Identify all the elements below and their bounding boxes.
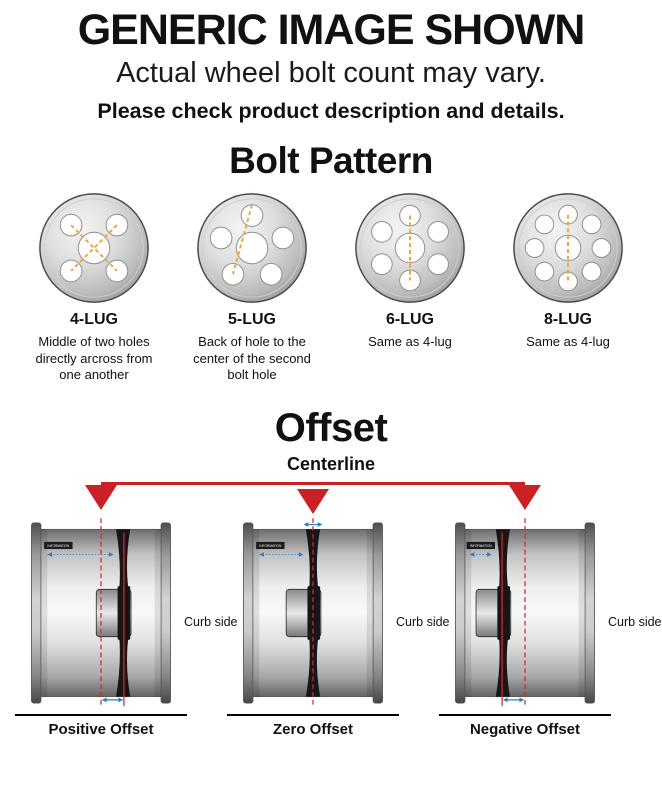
bolt-pattern-heading: Bolt Pattern (229, 140, 433, 182)
offset-item-positive: INFORMATION Curb side Positive Offset (12, 514, 238, 739)
lug-hole (581, 214, 602, 235)
lug-hole (59, 259, 83, 283)
lug-hole (259, 263, 283, 286)
lug-item-5: 5-LUG Back of hole to the center of the … (173, 189, 331, 384)
4-lug-wheel-diagram (39, 193, 149, 303)
8-lug-wheel-diagram (513, 193, 623, 303)
barrel-label-strip (44, 541, 73, 550)
lug-hole (371, 221, 393, 243)
center-bore (235, 231, 269, 265)
offset-label: Negative Offset (469, 721, 581, 739)
lug-hole (371, 253, 393, 276)
spoke-profile (495, 635, 510, 697)
centerline-bar (101, 482, 525, 486)
barrel-label-strip (466, 541, 495, 550)
ground-line (439, 714, 611, 717)
lug-hole (271, 226, 295, 250)
offset-heading: Offset (274, 406, 388, 451)
measurement-line (70, 224, 118, 272)
curb-side-label: Curb side (396, 614, 450, 629)
curb-side-label: Curb side (608, 614, 662, 629)
6-lug-wheel-diagram (355, 193, 465, 303)
ground-line (15, 714, 187, 717)
centerline-marker-icon (85, 485, 117, 511)
lug-hole (399, 269, 421, 292)
spoke-profile (495, 529, 510, 591)
lug-label: 6-LUG (386, 311, 434, 329)
lug-hole (105, 259, 129, 283)
lug-hole (558, 271, 578, 292)
lug-hole (581, 261, 602, 282)
mounting-face (307, 586, 321, 640)
lug-item-4: 4-LUG Middle of two holes directly arcro… (15, 189, 173, 384)
lug-description: Back of hole to the center of the second… (193, 334, 311, 383)
measurement-line (70, 224, 118, 272)
lug-hole (524, 238, 545, 258)
lug-hole (221, 263, 245, 286)
offset-label: Zero Offset (272, 721, 353, 739)
lug-hole (558, 204, 578, 225)
disclaimer-note: Please check product description and det… (97, 99, 565, 124)
curb-side-label: Curb side (184, 614, 238, 629)
bolt-pattern-row: 4-LUG Middle of two holes directly arcro… (0, 189, 662, 384)
offset-row: INFORMATION Curb side Positive Offset (0, 514, 662, 738)
spoke-profile (116, 635, 131, 697)
lug-hole (534, 261, 555, 282)
lug-label: 5-LUG (228, 311, 276, 329)
lug-label: 4-LUG (70, 311, 118, 329)
mounting-face (497, 586, 510, 640)
lug-hole (209, 226, 233, 250)
lug-description: Same as 4-lug (368, 334, 452, 350)
lug-label: 8-LUG (544, 311, 592, 329)
barrel-label-text: INFORMATION (470, 544, 493, 548)
lug-description: Middle of two holes directly arcross fro… (35, 334, 153, 383)
offset-label: Positive Offset (48, 721, 154, 739)
spoke-profile (116, 529, 131, 591)
lug-description: Same as 4-lug (526, 334, 610, 350)
lug-hole (591, 238, 612, 258)
positive-offset-diagram: INFORMATION (31, 518, 171, 707)
centerline-marker-icon (297, 489, 329, 515)
offset-item-negative: INFORMATION Curb side Negative Offset (436, 514, 662, 739)
center-bore (554, 234, 582, 262)
barrel-label-text: INFORMATION (259, 544, 282, 548)
page-title: GENERIC IMAGE SHOWN (77, 6, 586, 54)
barrel-label-text: INFORMATION (47, 544, 70, 548)
lug-item-6: 6-LUG Same as 4-lug (331, 189, 489, 384)
lug-item-8: 8-LUG Same as 4-lug (489, 189, 647, 384)
barrel-label-strip (256, 541, 285, 550)
lug-hole (534, 214, 555, 235)
lug-hole (427, 221, 449, 243)
offset-item-zero: INFORMATION Curb side Zero Offset (224, 514, 450, 739)
ground-line (227, 714, 399, 717)
lug-hole (427, 253, 449, 276)
5-lug-wheel-diagram (197, 193, 307, 303)
zero-offset-diagram: INFORMATION (243, 518, 383, 707)
measurement-line (231, 204, 253, 275)
centerline-marker-icon (509, 485, 541, 511)
subtitle: Actual wheel bolt count may vary. (116, 57, 546, 90)
spoke-profile (305, 635, 321, 697)
centerline-overlay: Centerline (0, 450, 662, 515)
centerline-label: Centerline (286, 454, 376, 475)
negative-offset-diagram: INFORMATION (455, 518, 595, 707)
